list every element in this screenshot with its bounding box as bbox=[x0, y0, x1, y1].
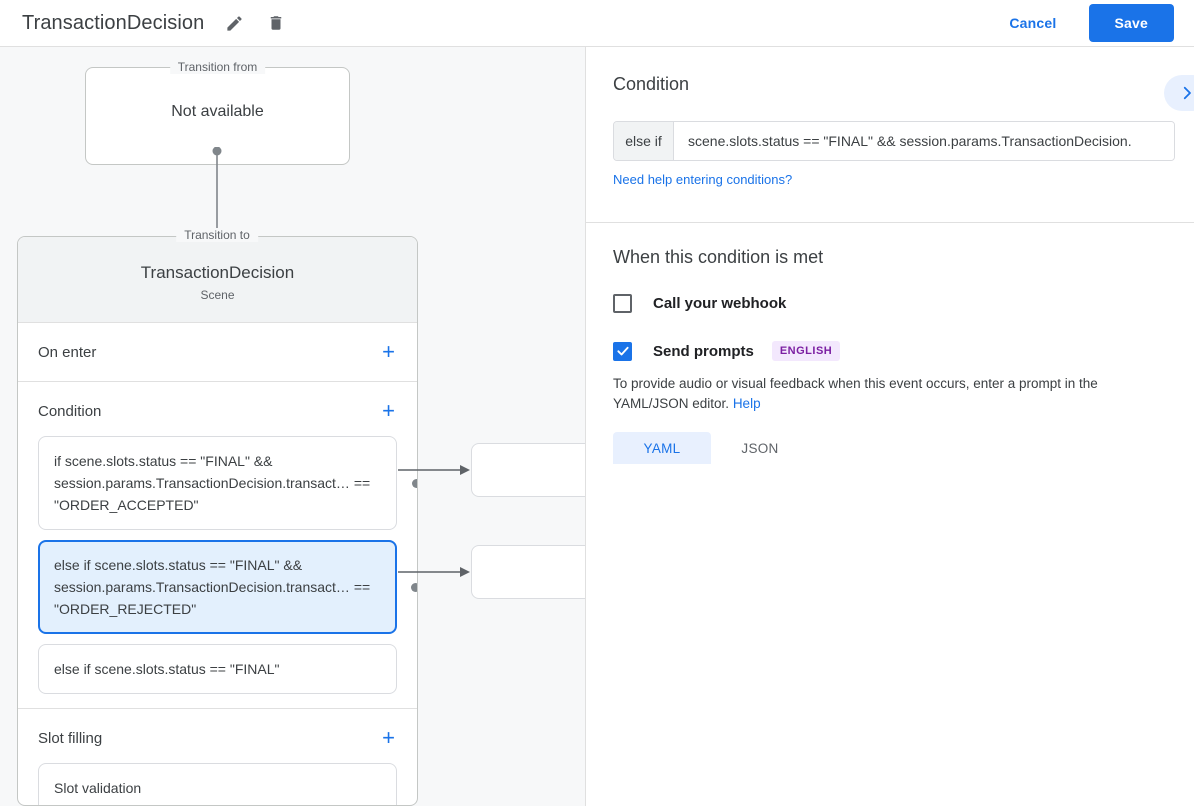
webhook-row: Call your webhook bbox=[613, 294, 1194, 313]
condition-card-text: else if scene.slots.status == "FINAL" &&… bbox=[54, 557, 371, 617]
cancel-button[interactable]: Cancel bbox=[995, 6, 1070, 40]
condition-input-row[interactable]: else if bbox=[613, 121, 1175, 161]
chevron-right-icon[interactable] bbox=[1164, 75, 1194, 111]
send-prompts-label: Send prompts bbox=[653, 342, 754, 360]
target-card-accepted[interactable] bbox=[471, 443, 585, 497]
scene-header: TransactionDecision Scene bbox=[18, 237, 417, 323]
slot-validation-text: Slot validation bbox=[54, 780, 142, 796]
title-group: TransactionDecision bbox=[22, 11, 288, 35]
tab-json[interactable]: JSON bbox=[741, 440, 779, 456]
target-card-rejected[interactable] bbox=[471, 545, 585, 599]
transition-to-card[interactable]: TransactionDecision Scene On enter + Con… bbox=[17, 236, 418, 806]
prompt-help-link[interactable]: Help bbox=[732, 396, 761, 411]
prompt-description: To provide audio or visual feedback when… bbox=[613, 374, 1174, 414]
section-title-condition: Condition bbox=[38, 402, 102, 420]
condition-card-accepted[interactable]: if scene.slots.status == "FINAL" && sess… bbox=[38, 436, 417, 530]
condition-help-link[interactable]: Need help entering conditions? bbox=[613, 172, 793, 187]
connector-dot bbox=[412, 479, 417, 488]
send-prompts-row: Send prompts ENGLISH bbox=[613, 341, 1194, 361]
scene-type-label: Scene bbox=[200, 288, 235, 302]
section-header: Condition + bbox=[18, 382, 417, 426]
condition-heading: Condition bbox=[613, 74, 690, 94]
when-condition-met-section: When this condition is met Call your web… bbox=[586, 223, 1194, 464]
condition-card-final[interactable]: else if scene.slots.status == "FINAL" bbox=[38, 644, 397, 694]
top-bar: TransactionDecision Cancel Save bbox=[0, 0, 1194, 47]
add-on-enter-button[interactable]: + bbox=[382, 339, 395, 364]
condition-card-text: if scene.slots.status == "FINAL" && sess… bbox=[54, 453, 371, 513]
scene-name: TransactionDecision bbox=[140, 263, 295, 282]
section-slot-filling: Slot filling + Slot validation bbox=[18, 709, 417, 805]
editor-format-tabs: YAML JSON bbox=[613, 432, 1194, 464]
top-bar-actions: Cancel Save bbox=[995, 4, 1174, 42]
language-badge: ENGLISH bbox=[771, 341, 841, 361]
transition-to-legend: Transition to bbox=[176, 228, 258, 242]
call-webhook-checkbox[interactable] bbox=[613, 294, 632, 313]
send-prompts-checkbox[interactable] bbox=[613, 341, 632, 361]
flow-canvas[interactable]: Transition from Not available Transition… bbox=[0, 47, 585, 806]
when-met-heading: When this condition is met bbox=[613, 247, 824, 267]
section-condition: Condition + if scene.slots.status == "FI… bbox=[18, 382, 417, 709]
add-slot-filling-button[interactable]: + bbox=[382, 725, 395, 750]
pencil-icon[interactable] bbox=[222, 11, 246, 35]
slot-validation-card[interactable]: Slot validation bbox=[38, 763, 397, 805]
condition-card-text: else if scene.slots.status == "FINAL" bbox=[54, 661, 280, 677]
transition-from-value: Not available bbox=[171, 103, 264, 120]
details-panel: Condition else if Need help entering con… bbox=[585, 47, 1194, 806]
add-condition-button[interactable]: + bbox=[382, 398, 395, 423]
connector-dot bbox=[411, 583, 417, 592]
section-header: Slot filling + bbox=[18, 709, 417, 753]
trash-icon[interactable] bbox=[264, 11, 288, 35]
save-button[interactable]: Save bbox=[1088, 4, 1174, 42]
condition-section: Condition else if Need help entering con… bbox=[586, 47, 1194, 223]
section-title-slot-filling: Slot filling bbox=[38, 729, 103, 747]
section-header: On enter + bbox=[18, 323, 417, 367]
transition-from-legend: Transition from bbox=[169, 60, 266, 74]
condition-input[interactable] bbox=[674, 122, 1174, 160]
tab-yaml[interactable]: YAML bbox=[613, 432, 711, 464]
section-title-on-enter: On enter bbox=[38, 343, 97, 361]
condition-card-rejected[interactable]: else if scene.slots.status == "FINAL" &&… bbox=[38, 540, 417, 634]
condition-prefix-label: else if bbox=[614, 122, 674, 160]
section-on-enter: On enter + bbox=[18, 323, 417, 382]
call-webhook-label: Call your webhook bbox=[653, 295, 787, 312]
prompt-description-text: To provide audio or visual feedback when… bbox=[613, 376, 1098, 411]
page-title: TransactionDecision bbox=[22, 11, 205, 34]
